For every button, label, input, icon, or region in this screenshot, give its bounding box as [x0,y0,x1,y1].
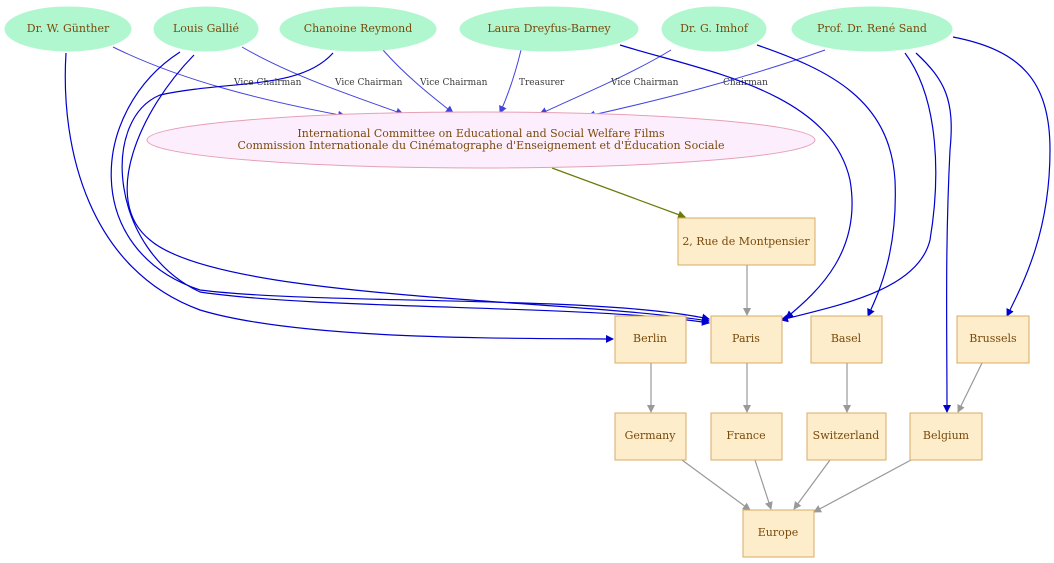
role-edges [112,46,826,119]
edge-imhof-basel [756,44,896,317]
place-node-berlin: Berlin [614,315,687,364]
person-label-imhof: Dr. G. Imhof [680,22,749,35]
place-node-europe: Europe [742,509,815,558]
edge-gunther-role [112,46,346,119]
role-label-reymond: Vice Chairman [419,78,488,88]
edge-gallie-role [241,46,404,116]
edge-gallie-paris-a [110,51,710,322]
place-label-berlin: Berlin [633,332,667,345]
role-label-gallie: Vice Chairman [334,78,403,88]
edge-belgium-europe [813,459,912,513]
edge-gunther-berlin [64,52,614,343]
place-label-basel: Basel [831,332,862,345]
place-node-basel: Basel [810,315,883,364]
place-node-switzerland: Switzerland [806,412,887,461]
place-label-paris: Paris [732,332,760,345]
place-node-brussels: Brussels [956,315,1030,364]
person-label-gunther: Dr. W. Günther [27,22,110,35]
edge-sand-belgium [915,52,952,413]
person-label-dreyfus: Laura Dreyfus-Barney [487,22,611,35]
person-node-imhof: Dr. G. Imhof [661,6,767,52]
organization-name-en: International Committee on Educational a… [297,127,665,140]
city-edges [64,36,1051,413]
person-label-reymond: Chanoine Reymond [304,22,413,35]
place-node-germany: Germany [614,412,687,461]
place-label-brussels: Brussels [969,332,1017,345]
role-label-imhof: Vice Chairman [610,78,679,88]
person-node-reymond: Chanoine Reymond [279,6,437,52]
edge-gallie-paris-b [126,54,710,324]
edge-sand-brussels [952,36,1051,317]
edge-germany-europe [681,459,751,511]
person-label-gallie: Louis Gallié [173,22,239,35]
place-label-france: France [726,429,765,442]
person-node-gallie: Louis Gallié [153,6,259,52]
edge-imhof-role [539,49,672,115]
place-label-address: 2, Rue de Montpensier [682,235,810,248]
organization-node: International Committee on Educational a… [146,111,816,169]
place-label-europe: Europe [758,526,799,539]
edge-dreyfus-paris [619,44,853,319]
edge-sand-role [587,49,826,119]
place-node-address: 2, Rue de Montpensier [677,217,816,266]
place-node-france: France [710,412,783,461]
person-label-sand: Prof. Dr. René Sand [817,22,927,35]
role-label-gunther: Vice Chairman [233,78,302,88]
person-node-dreyfus: Laura Dreyfus-Barney [459,6,639,52]
person-node-sand: Prof. Dr. René Sand [791,6,953,52]
edge-sand-paris [780,52,937,323]
place-label-switzerland: Switzerland [813,429,880,442]
place-node-paris: Paris [710,315,783,364]
role-label-dreyfus: Treasurer [519,78,565,88]
edge-reymond-role [382,49,454,114]
edge-reymond-paris [121,52,710,326]
place-label-belgium: Belgium [923,429,970,442]
edge-dreyfus-role [499,49,522,114]
place-node-belgium: Belgium [909,412,983,461]
place-label-germany: Germany [625,429,677,442]
edge-france-europe [754,459,773,510]
hierarchy-edges [647,265,983,513]
edge-brussels-belgium [957,362,983,413]
edge-org-address [551,167,686,219]
organization-name-fr: Commission Internationale du Cinématogra… [238,138,725,152]
person-node-gunther: Dr. W. Günther [4,6,132,52]
role-labels: Vice Chairman Vice Chairman Vice Chairma… [233,78,768,88]
edge-switzerland-europe [793,459,831,510]
